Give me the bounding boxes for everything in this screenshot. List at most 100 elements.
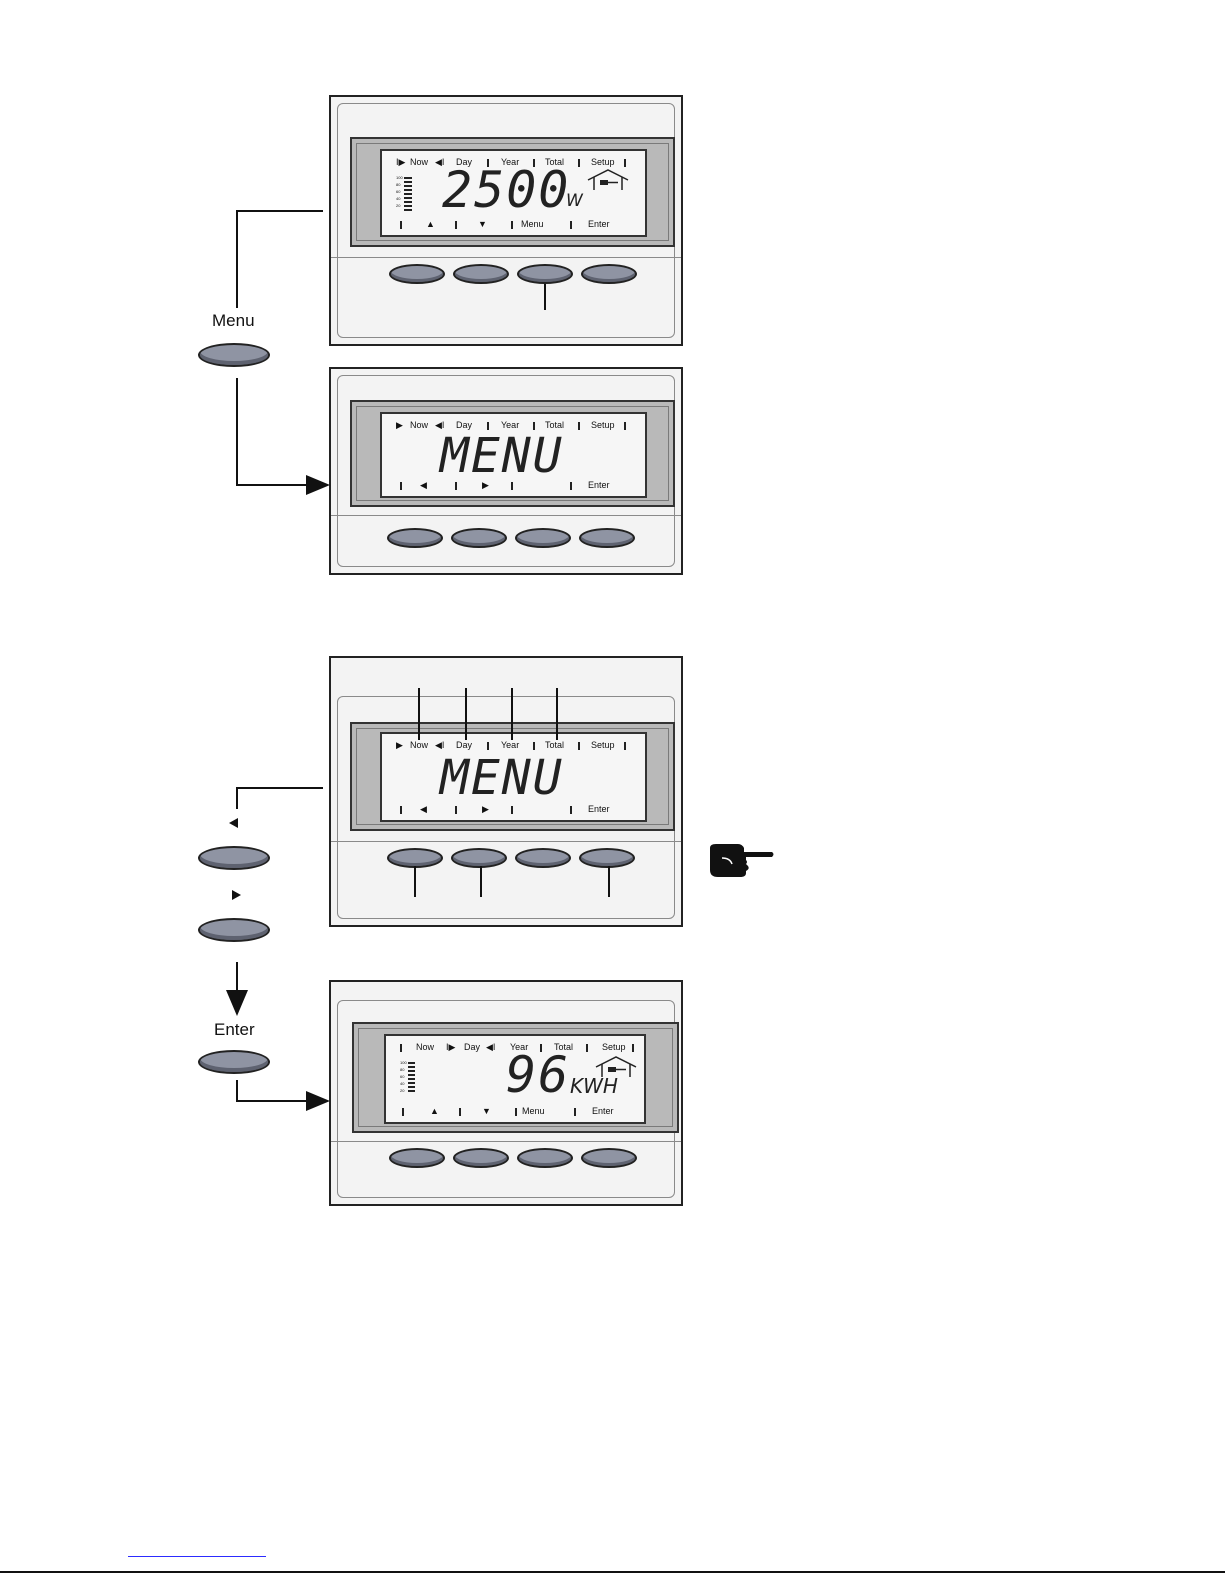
lcd-main-value: MENU [440, 432, 564, 480]
tab-setup: Setup [591, 420, 615, 430]
enter-indicator: Enter [588, 219, 610, 229]
lcd-screen: Now I▶ Day ◀I Year Total Setup 100 80 60… [384, 1034, 646, 1124]
now-indicator: ▶ [396, 740, 403, 751]
key-2-right-button[interactable] [451, 848, 507, 868]
house-plug-icon [586, 169, 630, 191]
flow-line-top-v [236, 210, 238, 308]
device-panel-3: ▶ Now ◀I Day Year Total Setup MENU ◀ ▶ [329, 656, 683, 927]
arrow-right-icon [306, 1091, 330, 1111]
key-1-left-button[interactable] [387, 848, 443, 868]
now-indicator: I▶ [396, 157, 405, 168]
pointing-hand-icon [708, 840, 776, 880]
callout-line-year [511, 688, 513, 740]
menu-indicator: Menu [522, 1106, 545, 1116]
flow-line-mid-h [236, 484, 310, 486]
right-step-button[interactable] [198, 918, 270, 942]
left-step-button[interactable] [198, 846, 270, 870]
key-2-button[interactable] [453, 264, 509, 284]
right-indicator: ▶ [482, 480, 489, 491]
device-panel-4: Now I▶ Day ◀I Year Total Setup 100 80 60… [329, 980, 683, 1206]
key-4-button[interactable] [579, 528, 635, 548]
level-bar-graph: 100 80 60 40 20 [400, 1060, 430, 1096]
enter-indicator: Enter [588, 480, 610, 490]
now-indicator: ▶ [396, 420, 403, 431]
tab-year: Year [501, 740, 519, 750]
arrow-right-icon [306, 475, 330, 495]
callout-line-day [465, 688, 467, 740]
key-4-button[interactable] [581, 264, 637, 284]
key-3-button[interactable] [515, 528, 571, 548]
callout-line-total [556, 688, 558, 740]
left-indicator: ◀ [420, 480, 427, 491]
flow-line-top-h [236, 210, 323, 212]
callout-line-right [480, 866, 482, 897]
menu-step-button[interactable] [198, 343, 270, 367]
display-bezel: ▶ Now ◀I Day Year Total Setup MENU ◀ ▶ [350, 400, 675, 507]
lcd-bottom-row: ▲ ▼ Menu Enter [386, 1106, 644, 1118]
callout-line [544, 284, 546, 310]
key-3-button[interactable] [515, 848, 571, 868]
lcd-screen: I▶ Now ◀I Day Year Total Setup 100 80 60… [380, 149, 647, 237]
tab-day: Day [456, 740, 472, 750]
tab-setup: Setup [591, 157, 615, 167]
key-2-button[interactable] [451, 528, 507, 548]
up-indicator: ▲ [430, 1106, 439, 1116]
enter-indicator: Enter [588, 804, 610, 814]
flow-line-sel-h [236, 787, 323, 789]
day-indicator: I▶ [446, 1042, 455, 1053]
lcd-bottom-row: ◀ ▶ Enter [382, 480, 645, 492]
tab-now: Now [416, 1042, 434, 1052]
left-arrow-icon [229, 818, 238, 828]
device-panel-1: I▶ Now ◀I Day Year Total Setup 100 80 60… [329, 95, 683, 346]
tab-now: Now [410, 740, 428, 750]
enter-step-label: Enter [214, 1020, 255, 1040]
key-2-button[interactable] [453, 1148, 509, 1168]
tab-day: Day [464, 1042, 480, 1052]
arrow-down-icon [226, 990, 248, 1016]
flow-line-mid-v [236, 378, 238, 485]
callout-line-left [414, 866, 416, 897]
key-3-button[interactable] [517, 1148, 573, 1168]
callout-line-now [418, 688, 420, 740]
tab-setup: Setup [591, 740, 615, 750]
right-indicator: ▶ [482, 804, 489, 815]
lcd-main-value: 2500 [442, 165, 570, 215]
tab-total: Total [545, 740, 564, 750]
device-panel-2: ▶ Now ◀I Day Year Total Setup MENU ◀ ▶ [329, 367, 683, 575]
level-bar-graph: 100 80 60 40 20 [396, 175, 426, 211]
key-1-button[interactable] [389, 264, 445, 284]
lcd-main-value: 96 [506, 1050, 570, 1100]
callout-line-enter [608, 866, 610, 897]
display-bezel: Now I▶ Day ◀I Year Total Setup 100 80 60… [352, 1022, 679, 1133]
key-4-enter-button[interactable] [579, 848, 635, 868]
key-3-menu-button[interactable] [517, 264, 573, 284]
footer-rule [0, 1571, 1225, 1573]
year-indicator: ◀I [486, 1042, 495, 1053]
display-bezel: I▶ Now ◀I Day Year Total Setup 100 80 60… [350, 137, 675, 247]
key-4-button[interactable] [581, 1148, 637, 1168]
house-plug-icon [594, 1056, 638, 1078]
enter-indicator: Enter [592, 1106, 614, 1116]
lcd-screen: ▶ Now ◀I Day Year Total Setup MENU ◀ ▶ [380, 412, 647, 498]
tab-setup: Setup [602, 1042, 626, 1052]
lcd-unit: W [566, 191, 583, 211]
left-indicator: ◀ [420, 804, 427, 815]
lcd-bottom-row: ◀ ▶ Enter [382, 804, 645, 816]
key-1-button[interactable] [387, 528, 443, 548]
right-arrow-icon [232, 890, 241, 900]
up-indicator: ▲ [426, 219, 435, 229]
flow-line-enter-v [236, 1080, 238, 1101]
key-1-button[interactable] [389, 1148, 445, 1168]
flow-line-down [236, 962, 238, 992]
flow-line-sel-v [236, 787, 238, 809]
lcd-bottom-row: ▲ ▼ Menu Enter [382, 219, 645, 231]
enter-step-button[interactable] [198, 1050, 270, 1074]
footer-link-underline [128, 1556, 266, 1557]
lcd-main-value: MENU [440, 754, 564, 802]
lcd-screen: ▶ Now ◀I Day Year Total Setup MENU ◀ ▶ [380, 732, 647, 822]
tab-now: Now [410, 420, 428, 430]
flow-line-enter-h [236, 1100, 310, 1102]
down-indicator: ▼ [478, 219, 487, 229]
menu-step-label: Menu [212, 311, 255, 331]
tab-now: Now [410, 157, 428, 167]
